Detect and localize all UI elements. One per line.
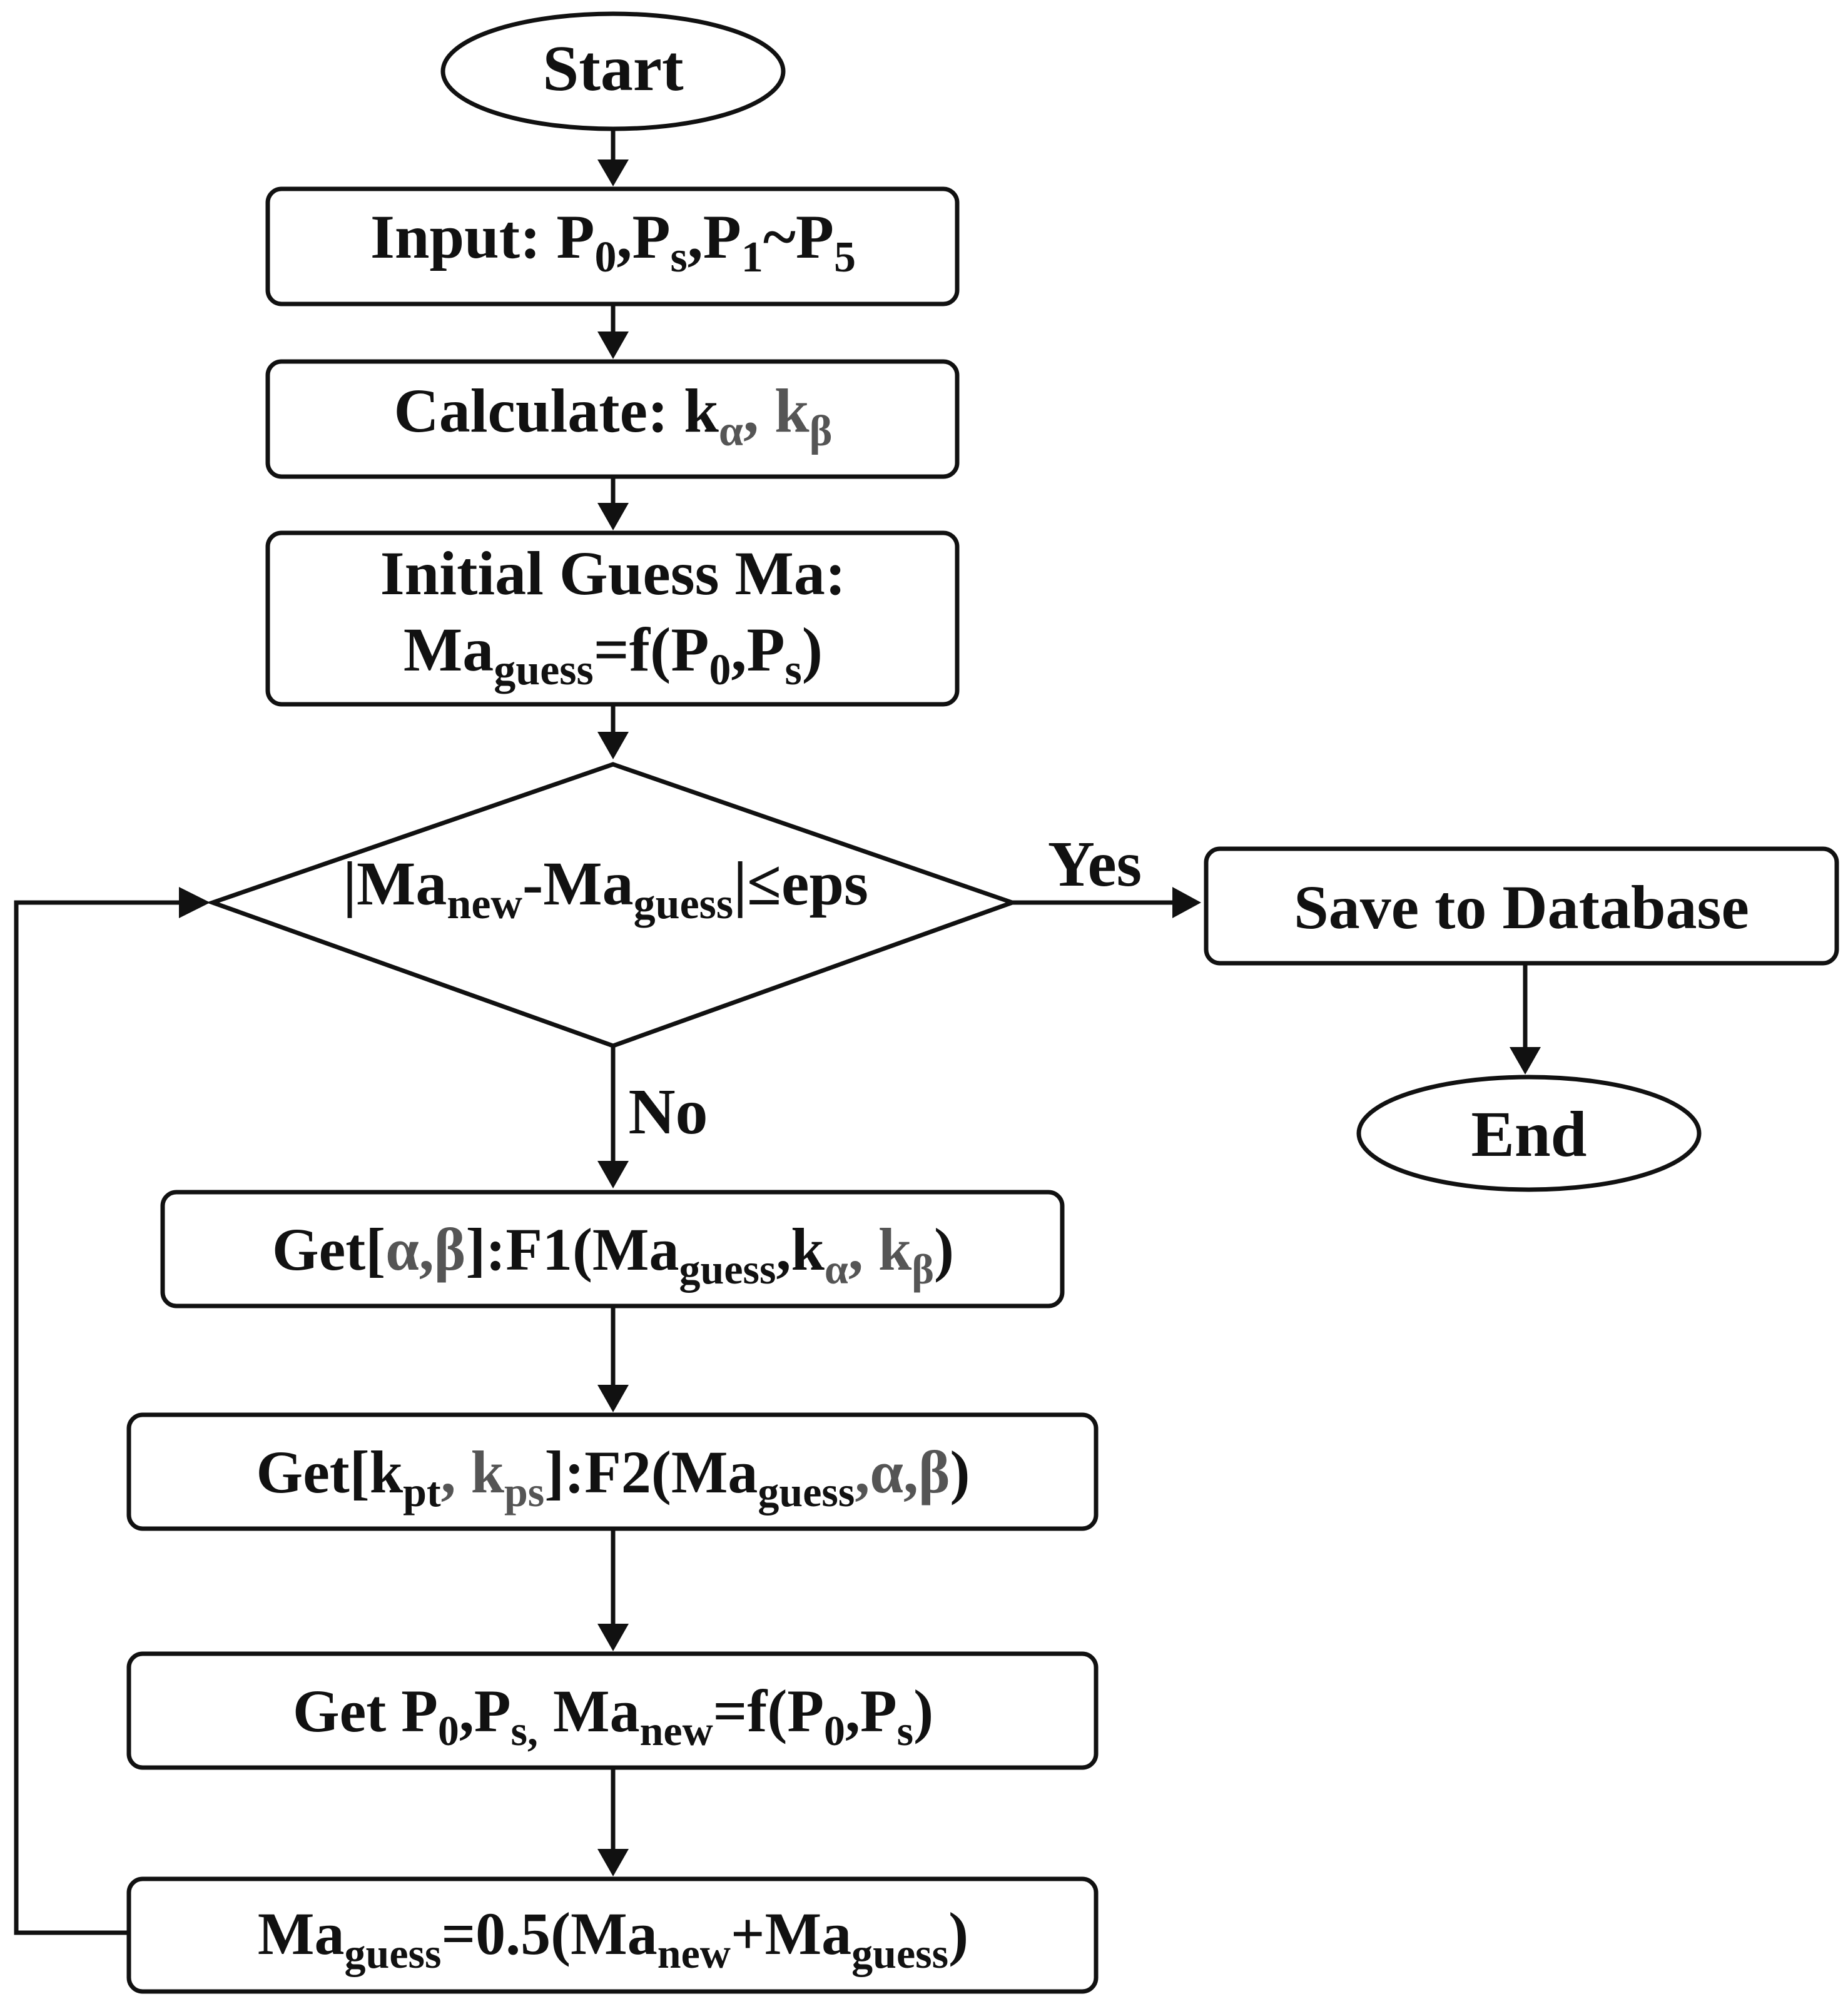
get-k-label: Get[kpt, kps]:F2(Maguess,α,β) (256, 1439, 970, 1516)
save-database-label: Save to Database (1294, 873, 1749, 942)
arrow-decision-yes-to-save (1012, 887, 1201, 918)
get-k-box (126, 1412, 1099, 1531)
arrow-save-to-end (1510, 963, 1541, 1075)
no-label: No (628, 1076, 708, 1148)
start-terminal (440, 11, 786, 131)
calculate-label: Calculate: kα, kβ (394, 376, 833, 455)
get-alpha-beta-box (160, 1190, 1065, 1308)
initial-guess-line1: Initial Guess Ma: (380, 539, 846, 608)
input-box (265, 186, 960, 306)
arrow-calculate-to-guess (597, 477, 629, 530)
arrow-update-loop-back (14, 887, 210, 1935)
arrow-get-ab-to-get-k (597, 1306, 629, 1412)
update-guess-box (126, 1876, 1099, 1994)
convergence-decision (206, 762, 1019, 1048)
arrow-decision-no-to-get-ab (597, 1046, 629, 1188)
arrow-get-p-to-update (597, 1768, 629, 1876)
arrow-guess-to-decision (597, 704, 629, 759)
get-pressures-label: Get P0,Ps, Manew=f(P0,Ps) (293, 1678, 933, 1754)
arrow-input-to-calculate (597, 304, 629, 359)
arrow-get-k-to-get-p (597, 1529, 629, 1651)
end-terminal (1356, 1075, 1702, 1192)
initial-guess-line2: Maguess=f(P0,Ps) (404, 615, 823, 694)
get-pressures-box (126, 1651, 1099, 1770)
save-database-box (1204, 846, 1839, 966)
initial-guess-box (265, 530, 960, 707)
start-label: Start (542, 33, 684, 104)
update-guess-label: Maguess=0.5(Manew+Maguess) (258, 1900, 968, 1977)
input-label: Input: P0,Ps,P1~P5 (370, 202, 856, 281)
calculate-box (265, 359, 960, 479)
arrow-start-to-input (597, 130, 629, 186)
yes-label: Yes (1048, 828, 1142, 900)
get-alpha-beta-label: Get[α,β]:F1(Maguess,kα, kβ) (272, 1216, 954, 1293)
end-label: End (1471, 1098, 1587, 1170)
decision-label: |Manew-Maguess|≤eps (343, 849, 868, 928)
